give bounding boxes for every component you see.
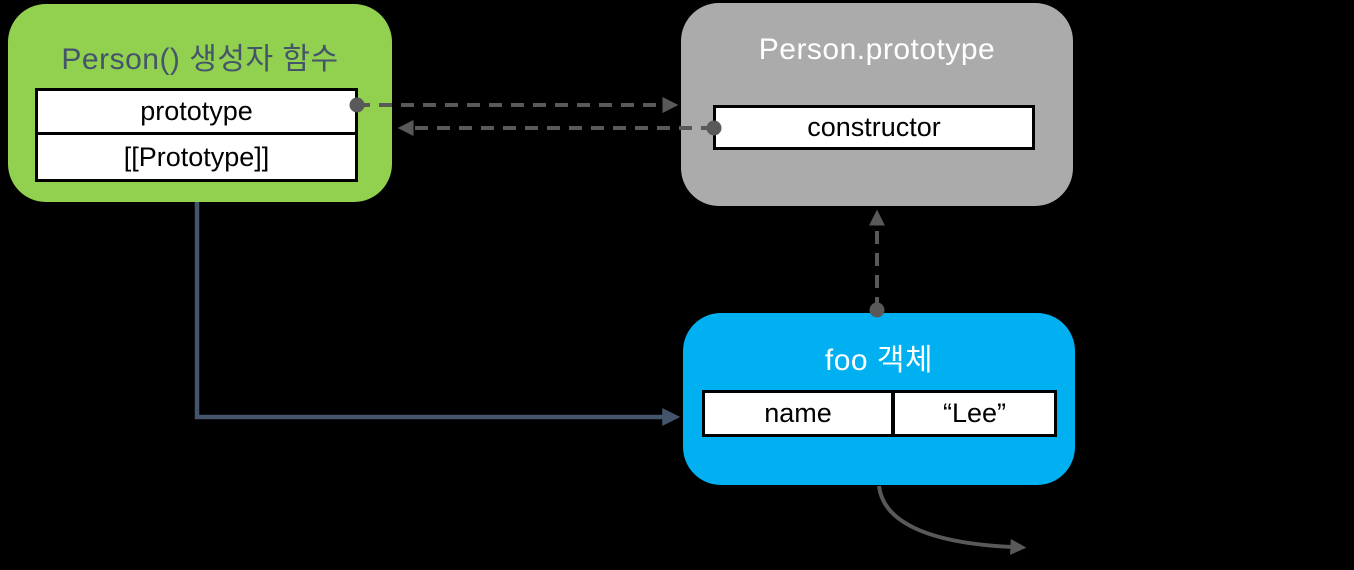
foo-object-title: foo 객체: [824, 344, 934, 377]
foo-to-person-prototype-arrow: [869, 209, 885, 318]
person-constructor-slot-table: prototype [[Prototype]]: [35, 88, 358, 182]
person-prototype-title: Person.prototype: [758, 33, 996, 66]
person-constructor-title: Person() 생성자 함수: [61, 43, 339, 76]
person-prototype-slot-table: constructor: [713, 105, 1035, 150]
name-value-cell: “Lee”: [895, 393, 1054, 434]
internal-prototype-slot: [[Prototype]]: [38, 135, 355, 179]
constructor-slot: constructor: [716, 108, 1032, 147]
name-property-cell: name: [705, 393, 895, 434]
prototype-slot: prototype: [38, 91, 355, 135]
person-constructor-to-foo-arrow: [194, 202, 681, 426]
person-prototype-box: Person.prototype: [681, 3, 1073, 206]
constructor-to-person-constructor-arrow: [397, 120, 722, 136]
foo-continuation-arrow: [877, 485, 1027, 555]
prototype-to-person-prototype-arrow: [349, 97, 679, 113]
foo-object-slot-table: name “Lee”: [702, 390, 1057, 437]
